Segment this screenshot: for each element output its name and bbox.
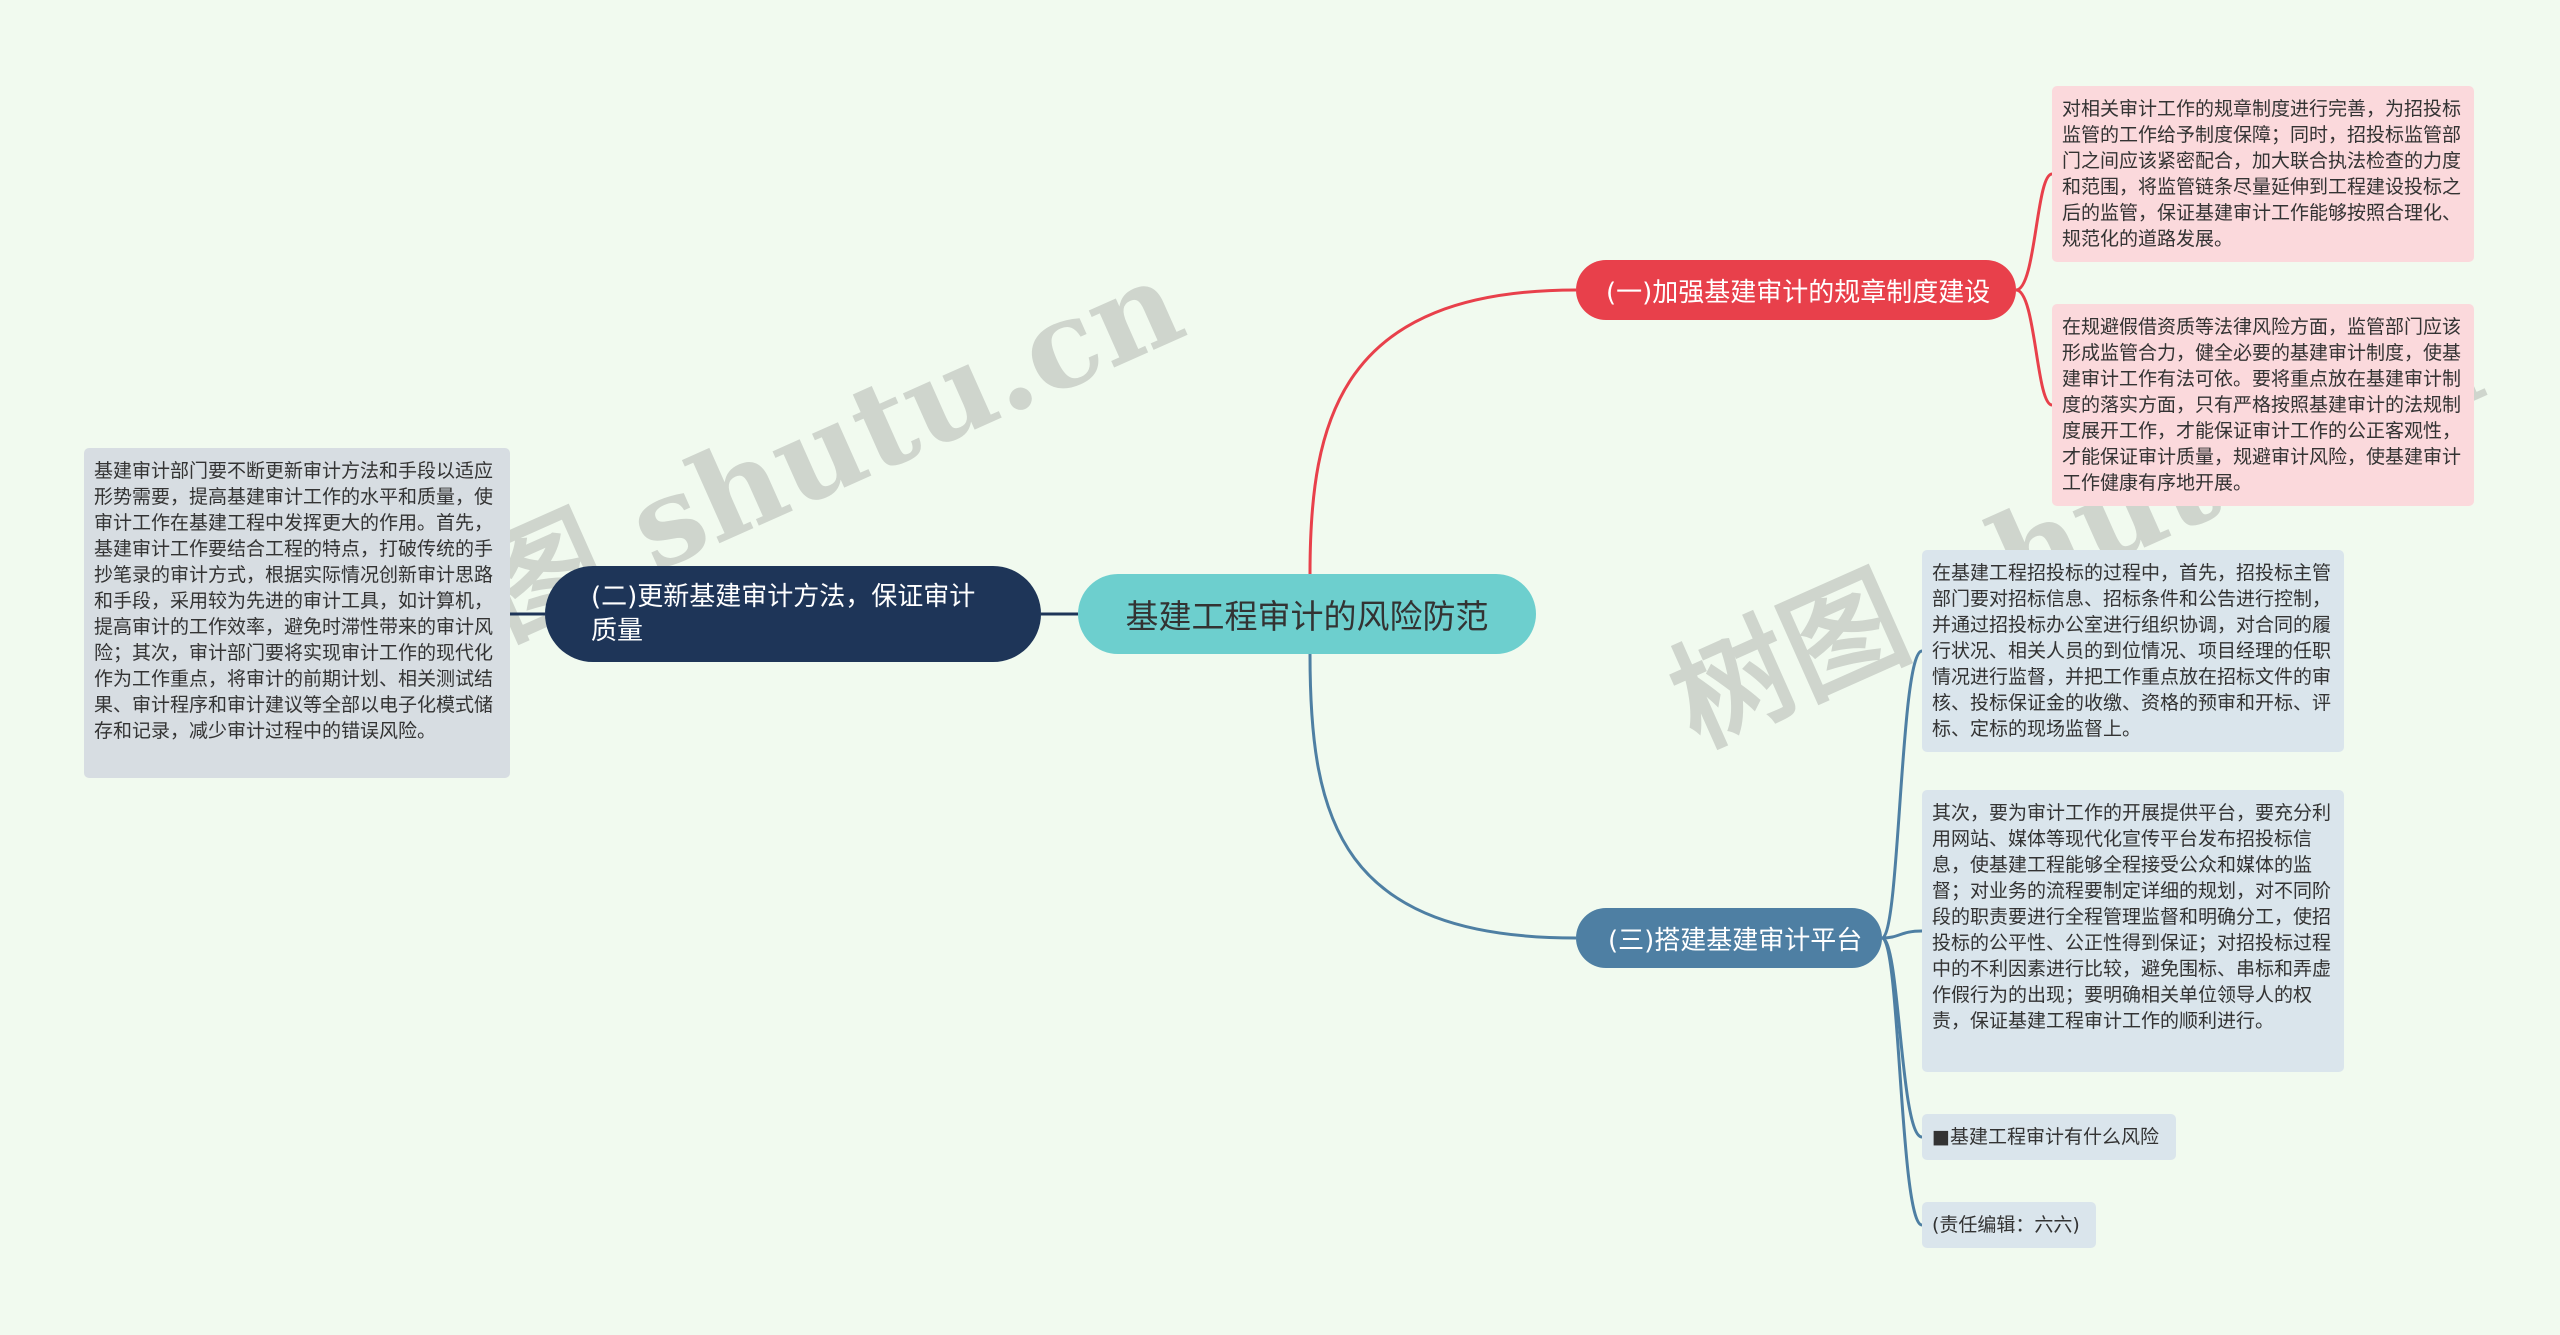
link-root-branch1	[1308, 288, 1577, 575]
branch-regulation[interactable]: (一)加强基建审计的规章制度建设	[1576, 260, 2016, 320]
leaf-platform-3[interactable]: ■基建工程审计有什么风险	[1922, 1114, 2176, 1160]
link-root-branch3	[1308, 653, 1577, 940]
branch-methods[interactable]: (二)更新基建审计方法，保证审计质量	[545, 566, 1041, 662]
leaf-platform-2[interactable]: 其次，要为审计工作的开展提供平台，要充分利用网站、媒体等现代化宣传平台发布招投标…	[1922, 790, 2344, 1072]
leaf-regulation-1[interactable]: 对相关审计工作的规章制度进行完善，为招投标监管的工作给予制度保障；同时，招投标监…	[2052, 86, 2474, 262]
leaf-platform-1[interactable]: 在基建工程招投标的过程中，首先，招投标主管部门要对招标信息、招标条件和公告进行控…	[1922, 550, 2344, 752]
leaf-platform-4[interactable]: (责任编辑：六六)	[1922, 1202, 2096, 1248]
branch-platform[interactable]: (三)搭建基建审计平台	[1576, 908, 1882, 968]
link-branch1-leaf1	[2015, 172, 2053, 292]
link-branch3-leaf4	[1880, 936, 1923, 1227]
link-branch3-leaf1	[1880, 649, 1923, 940]
leaf-methods-1[interactable]: 基建审计部门要不断更新审计方法和手段以适应形势需要，提高基建审计工作的水平和质量…	[84, 448, 510, 778]
link-branch3-leaf2	[1881, 929, 1923, 940]
link-branch1-leaf2	[2015, 288, 2053, 407]
leaf-regulation-2[interactable]: 在规避假借资质等法律风险方面，监管部门应该形成监管合力，健全必要的基建审计制度，…	[2052, 304, 2474, 506]
root-topic[interactable]: 基建工程审计的风险防范	[1078, 574, 1536, 654]
